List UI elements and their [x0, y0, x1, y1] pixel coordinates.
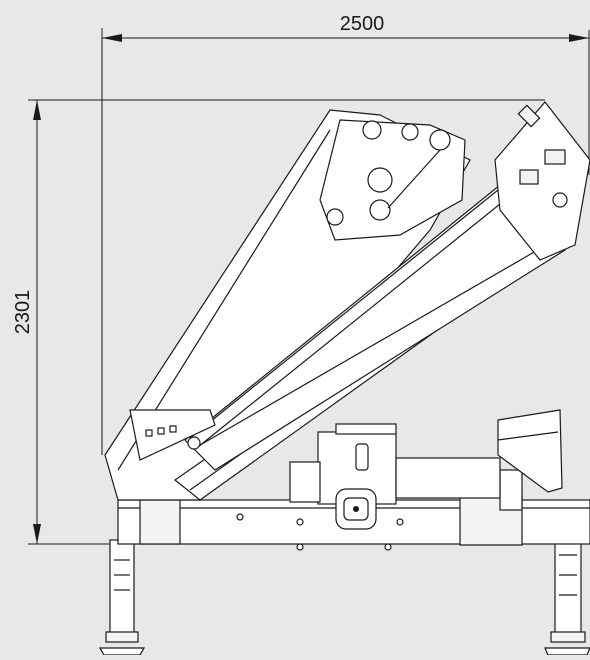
- knuckle-pin-3: [429, 129, 451, 151]
- width-dimension: 2500: [101, 13, 590, 455]
- knuckle-pin-5: [369, 199, 391, 221]
- left-outrigger-leg: [98, 539, 146, 656]
- bracket-hole-1: [145, 429, 153, 437]
- height-dimension-label: 2301: [12, 290, 34, 335]
- boom-tip: [187, 436, 201, 450]
- base-bolt-3: [236, 513, 244, 521]
- column-cap: [335, 423, 397, 435]
- slew-pin-center: [353, 506, 359, 512]
- base-left-bracket: [139, 499, 181, 545]
- height-arrow-bottom: [33, 524, 41, 544]
- column-left-plate: [289, 461, 321, 503]
- bracket-hole-2: [157, 427, 165, 435]
- valve-block: [499, 469, 523, 511]
- left-foot-pad: [98, 647, 146, 656]
- tank-body: [497, 409, 563, 493]
- right-foot: [550, 631, 586, 643]
- outer-boom: [184, 184, 571, 471]
- crane-column: [289, 423, 501, 530]
- outer-boom-edge: [194, 239, 556, 449]
- knuckle-pin-4: [367, 167, 393, 193]
- slew-rack-housing: [395, 457, 501, 499]
- height-arrow-top: [33, 100, 41, 120]
- knuckle-link: [387, 149, 441, 209]
- head-block-2: [544, 149, 566, 165]
- left-foot: [105, 631, 139, 643]
- width-arrow-right: [569, 34, 589, 42]
- boom-head: [494, 101, 590, 261]
- bracket-hole-3: [169, 425, 177, 433]
- width-dimension-label: 2500: [340, 13, 385, 35]
- width-arrow-left: [102, 34, 122, 42]
- tank-line: [497, 431, 559, 441]
- knuckle-pin-1: [362, 120, 382, 140]
- base-bolt-4: [296, 518, 304, 526]
- head-pin: [552, 192, 568, 208]
- bracket-plate: [129, 409, 216, 461]
- knuckle-pin-6: [326, 208, 344, 226]
- right-foot-pad: [544, 647, 590, 656]
- column-window: [355, 443, 369, 471]
- knuckle-joint: [319, 119, 466, 241]
- knuckle-pin-2: [401, 123, 419, 141]
- head-block-3: [519, 169, 539, 185]
- height-dimension: 2301: [12, 99, 545, 545]
- boom-head-body: [494, 101, 590, 261]
- base-bolt-5: [396, 518, 404, 526]
- head-block-1: [517, 104, 541, 128]
- base-bolt-1: [296, 543, 304, 551]
- front-bracket: [129, 409, 216, 461]
- base-bolt-2: [384, 543, 392, 551]
- oil-tank: [497, 409, 563, 493]
